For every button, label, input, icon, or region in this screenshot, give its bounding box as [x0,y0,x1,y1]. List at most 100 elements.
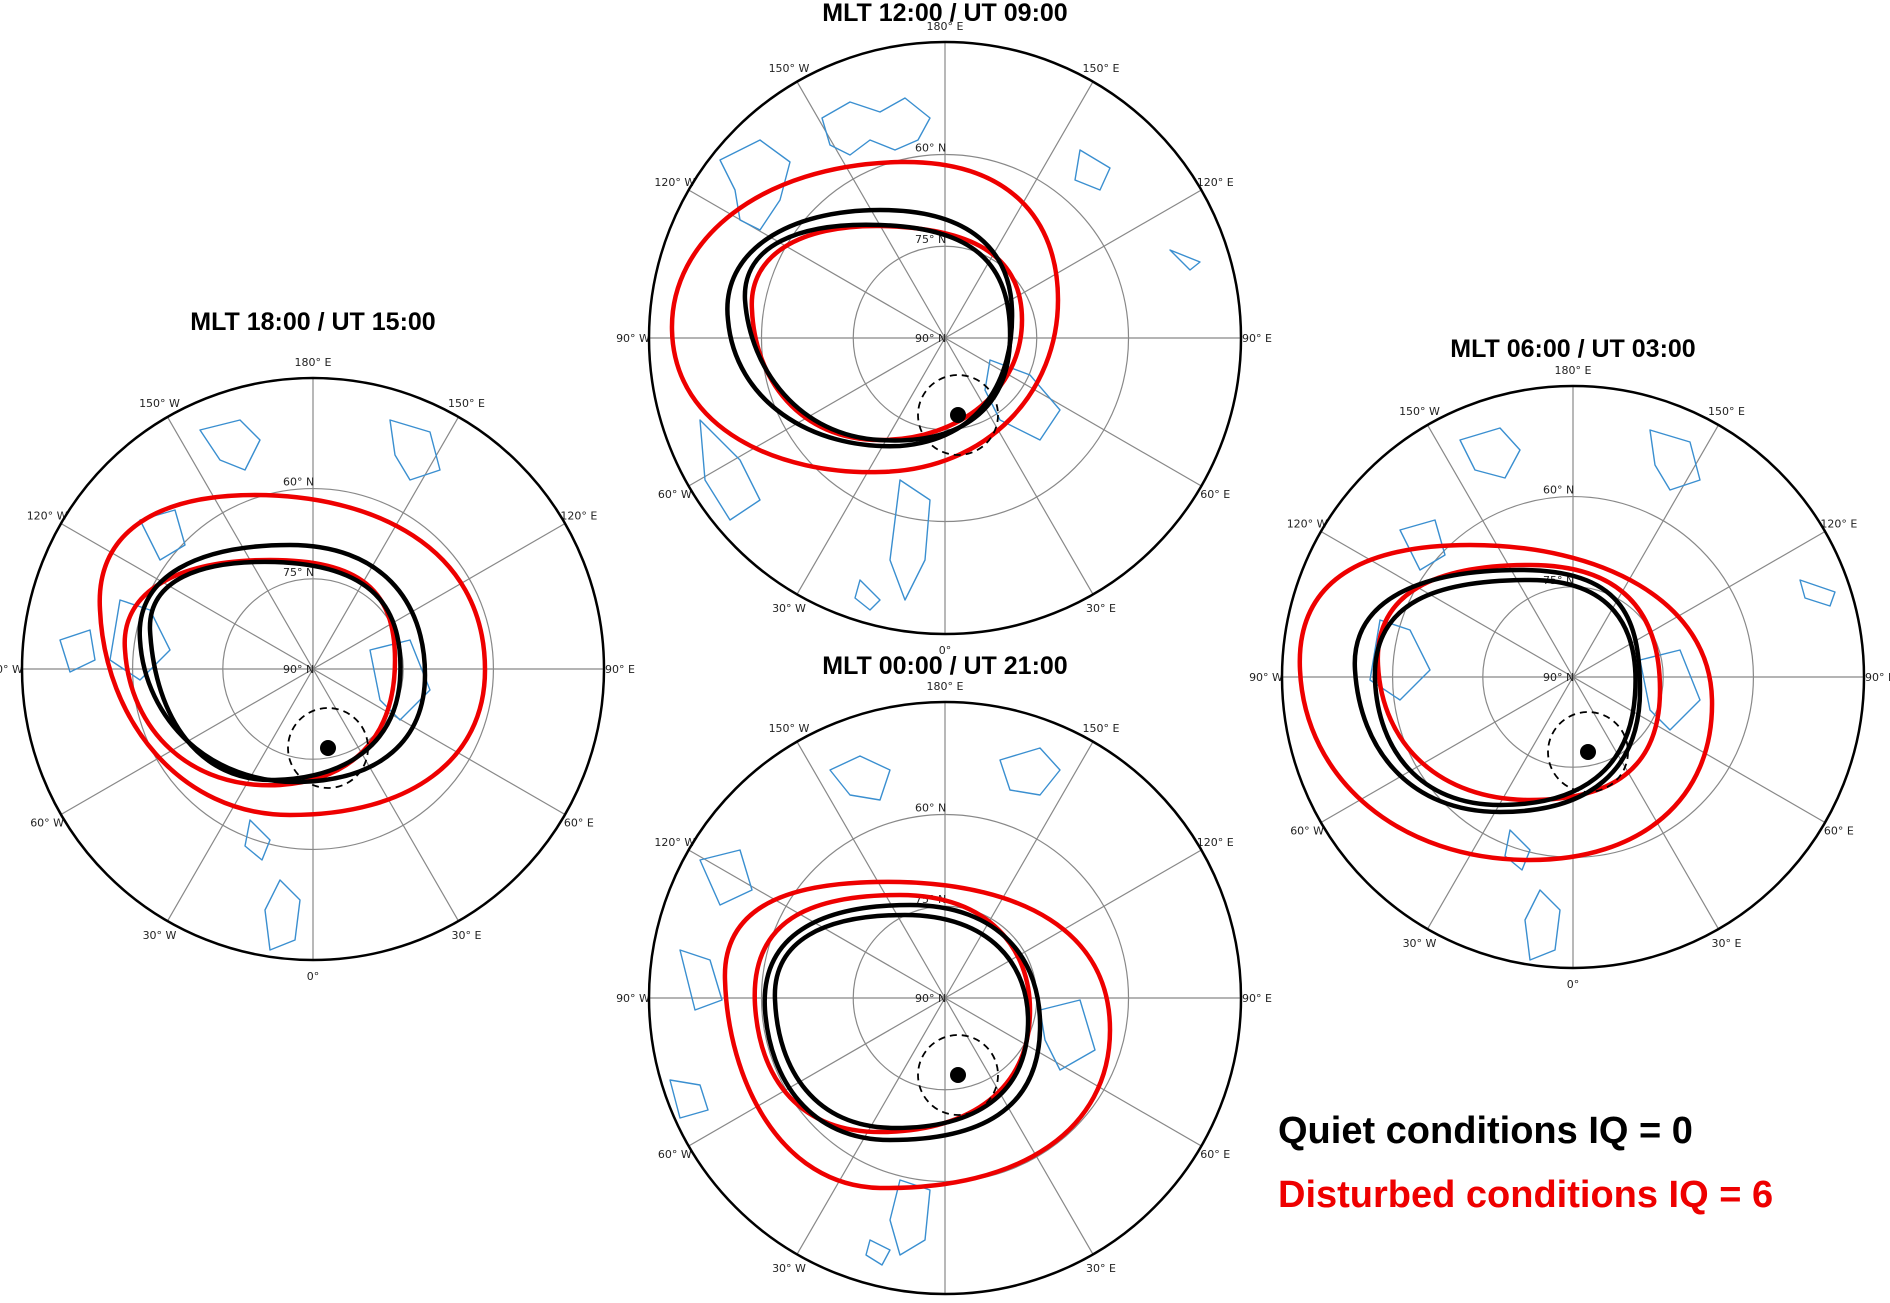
map-boundary [647,700,1243,1296]
meridian-line [312,668,566,816]
station-footprint-ring [1547,711,1629,793]
meridian-line [944,189,1202,339]
lon-label-60w: 60° W [658,1148,692,1161]
station-marker [950,1067,966,1083]
lon-label-120w: 120° W [654,836,695,849]
lon-label-180e: 180° E [927,680,964,693]
lat-label-60n: 60° N [915,801,946,814]
lon-label-60w: 60° W [1290,825,1324,838]
disturbed-oval-outer [97,492,488,818]
lon-label-120w: 120° W [27,510,68,523]
panel-title: MLT 18:00 / UT 15:00 [190,308,435,336]
meridian-line [944,741,1094,999]
lon-label-90w: 90° W [0,663,23,676]
lon-label-30w: 30° W [772,1262,806,1275]
lon-label-60e: 60° E [1200,1148,1230,1161]
meridian-line [944,997,1202,1147]
lon-label-120e: 120° E [1197,176,1234,189]
map-boundary [647,40,1243,636]
lon-label-30w: 30° W [772,602,806,615]
lat-label-90n: 90° N [283,663,314,676]
quiet-oval-1 [1352,567,1643,815]
meridian-line [1320,530,1574,678]
meridian-line [796,337,946,595]
legend-quiet: Quiet conditions IQ = 0 [1278,1110,1693,1152]
meridian-line [944,81,1094,339]
lon-label-150e: 150° E [1083,722,1120,735]
meridian-line [1320,676,1574,824]
coastline [699,97,1201,611]
lat-label-75n: 75° N [915,233,946,246]
quiet-oval-2 [742,222,1013,443]
lon-label-120e: 120° E [1197,836,1234,849]
map-boundary [1280,384,1866,970]
disturbed-oval-inner [749,223,1025,443]
meridian-line [688,337,946,487]
lon-label-60e: 60° E [1200,488,1230,501]
lon-label-90w: 90° W [616,332,650,345]
station-footprint-ring [917,1034,999,1116]
meridian-line [312,416,460,670]
panel-title: MLT 06:00 / UT 03:00 [1450,335,1695,363]
lon-label-120w: 120° W [1287,518,1328,531]
legend-disturbed: Disturbed conditions IQ = 6 [1278,1174,1773,1216]
lon-label-90e: 90° E [1242,992,1272,1005]
lon-label-150w: 150° W [1399,405,1440,418]
station-marker [950,407,966,423]
station-footprint-ring [917,374,999,456]
lon-label-120e: 120° E [1820,518,1857,531]
meridian-line [312,522,566,670]
quiet-oval-2 [1372,577,1638,808]
meridian-line [166,668,314,922]
disturbed-oval-inner [122,557,398,788]
meridian-line [1572,676,1826,824]
lon-label-120e: 120° E [560,510,597,523]
meridian-line [796,741,946,999]
lon-label-0: 0° [939,644,952,657]
lon-label-90w: 90° W [1249,671,1283,684]
panel-title: MLT 12:00 / UT 09:00 [822,0,1067,27]
lon-label-0: 0° [307,970,320,983]
lon-label-150e: 150° E [1083,62,1120,75]
lon-label-150w: 150° W [139,397,180,410]
lon-label-30e: 30° E [1712,937,1742,950]
lon-label-90e: 90° E [605,663,635,676]
lat-label-90n: 90° N [915,992,946,1005]
meridian-line [166,416,314,670]
lon-label-120w: 120° W [654,176,695,189]
lat-label-90n: 90° N [1543,671,1574,684]
meridian-line [944,849,1202,999]
station-footprint-ring [287,707,369,789]
meridian-line [1426,424,1574,678]
meridian-line [688,997,946,1147]
disturbed-oval-outer [669,159,1061,475]
lon-label-150w: 150° W [769,62,810,75]
coastline [1369,427,1836,961]
lat-label-60n: 60° N [915,141,946,154]
lat-label-60n: 60° N [283,476,314,489]
panel-noon: MLT 12:00 / UT 09:00 180° E 150° E 120° E 9… [616,0,1272,657]
lon-label-150e: 150° E [448,397,485,410]
lat-label-75n: 75° N [283,566,314,579]
disturbed-oval-outer [1297,542,1715,863]
quiet-oval-1 [762,902,1043,1143]
lon-label-30e: 30° E [1086,1262,1116,1275]
station-marker [320,740,336,756]
lon-label-30w: 30° W [1403,937,1437,950]
legend: Quiet conditions IQ = 0 Disturbed condit… [1278,1110,1773,1216]
meridian-line [688,849,946,999]
lon-label-180e: 180° E [1555,364,1592,377]
meridian-line [312,668,460,922]
meridian-line [944,337,1202,487]
lon-label-180e: 180° E [927,20,964,33]
